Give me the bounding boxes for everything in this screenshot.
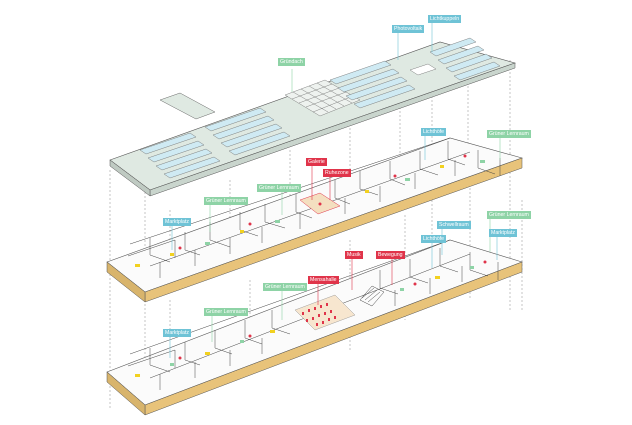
label-lichthoefe-upper: Lichthöfe (421, 128, 447, 136)
label-mensahalle: Mensahalle (308, 276, 339, 284)
label-gruener-lernraum-upper-mid: Grüner Lernraum (257, 184, 301, 192)
mensahalle-chairs (302, 303, 336, 326)
upper-floor-level (106, 137, 523, 303)
label-marktplatz-upper: Marktplatz (163, 218, 191, 226)
label-gruener-lernraum-lower-right: Grüner Lernraum (487, 211, 531, 219)
label-galerie: Galerie (306, 158, 327, 166)
skylight-strips (139, 37, 501, 179)
label-marktplatz-lower-left: Marktplatz (163, 329, 191, 337)
roof-grid (284, 79, 361, 117)
label-lichthoefe-lower: Lichthöfe (421, 235, 447, 243)
leader-lines (169, 23, 501, 358)
label-gruener-lernraum-upper-left: Grüner Lernraum (204, 197, 248, 205)
label-lichtkuppeln: Lichtkuppeln (428, 15, 462, 23)
upper-floor-furniture (135, 154, 485, 267)
label-musik: Musik (345, 251, 363, 259)
label-gruendach: Gründach (278, 58, 305, 66)
lower-floor-level (106, 239, 523, 416)
staircase (359, 285, 385, 307)
label-bewegung: Bewegung (376, 251, 405, 259)
upper-floor-side (106, 261, 146, 303)
label-ruhezone: Ruhezone (323, 169, 351, 177)
roof-bridge (159, 92, 216, 120)
roof-level (109, 37, 517, 197)
label-schwellraum: Schwellraum (437, 221, 471, 229)
lower-floor-furniture (135, 260, 487, 377)
roof-slab-side (109, 159, 151, 197)
lower-floor-side (106, 371, 146, 416)
label-gruener-lernraum-lower-mid: Grüner Lernraum (263, 283, 307, 291)
label-gruener-lernraum-lower-left: Grüner Lernraum (204, 308, 248, 316)
label-marktplatz-lower-right: Marktplatz (489, 229, 517, 237)
label-photovoltaik: Photovoltaik (392, 25, 425, 33)
roof-hatch (409, 63, 437, 76)
label-gruener-lernraum-upper-right: Grüner Lernraum (487, 130, 531, 138)
